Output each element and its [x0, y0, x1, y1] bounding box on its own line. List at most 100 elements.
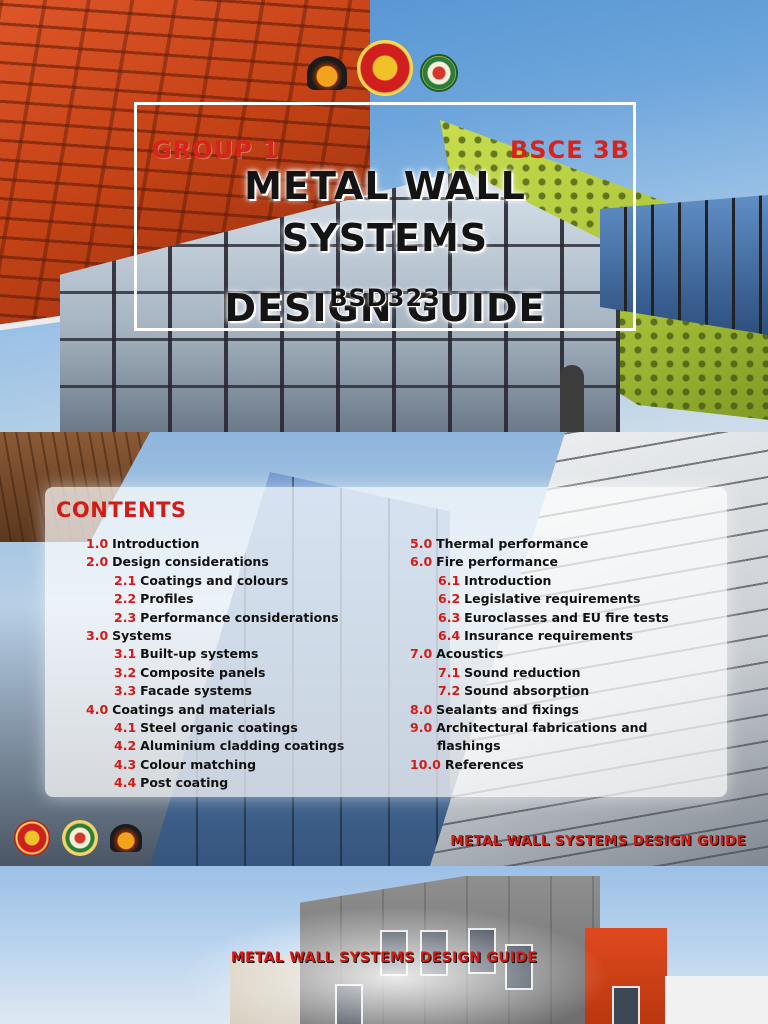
contents-panel	[45, 487, 727, 797]
toc-item-number: 6.1	[438, 572, 461, 588]
pole-photo	[560, 365, 584, 432]
toc-item-label: Introduction	[464, 572, 552, 588]
contents-heading: CONTENTS	[56, 498, 187, 522]
toc-item-label: Euroclasses and EU fire tests	[464, 609, 669, 625]
toc-item-number: 4.3	[114, 756, 137, 772]
college-seal-icon	[62, 820, 98, 856]
footer-logos	[14, 820, 144, 860]
toc-item-label: Legislative requirements	[464, 591, 641, 607]
toc-item-number: 6.4	[438, 628, 461, 644]
department-logo-icon	[110, 824, 142, 852]
toc-item-label: Sealants and fixings	[436, 701, 579, 717]
toc-item-label: Steel organic coatings	[140, 720, 298, 736]
course-code: BSD323	[329, 284, 441, 312]
toc-item-label: Sound reduction	[464, 664, 581, 680]
toc-item-number: 9.0	[410, 720, 433, 736]
toc-item-label: Post coating	[140, 775, 229, 791]
toc-item-number: 10.0	[410, 756, 441, 772]
toc-item-number: 6.3	[438, 609, 461, 625]
toc-item-number: 7.0	[410, 646, 433, 662]
document-title: METAL WALL SYSTEMS DESIGN GUIDE	[134, 160, 636, 334]
cover-page: GROUP 1 BSCE 3B METAL WALL SYSTEMS DESIG…	[0, 0, 768, 432]
toc-item-label: References	[444, 756, 524, 772]
toc-item-number: 7.1	[438, 664, 461, 680]
contents-footer-title: METAL WALL SYSTEMS DESIGN GUIDE	[450, 833, 746, 849]
college-seal-icon	[420, 54, 458, 92]
toc-item-number: 3.0	[86, 628, 109, 644]
toc-item-number: 6.2	[438, 591, 461, 607]
toc-item-label: Systems	[112, 628, 172, 644]
window	[612, 986, 640, 1024]
logo-row	[0, 40, 768, 96]
title-line-2: DESIGN GUIDE	[224, 286, 546, 330]
white-building-photo	[665, 976, 768, 1024]
toc-item-label: Acoustics	[436, 646, 504, 662]
third-page-title: METAL WALL SYSTEMS DESIGN GUIDE	[230, 950, 538, 966]
university-seal-icon	[357, 40, 413, 96]
toc-item-label: Aluminium cladding coatings	[140, 738, 345, 754]
toc-item-number: 2.1	[114, 572, 137, 588]
third-page: METAL WALL SYSTEMS DESIGN GUIDE	[0, 866, 768, 1024]
toc-item-number: 3.1	[114, 646, 137, 662]
toc-item-label: Coatings and colours	[140, 572, 289, 588]
toc-item-label: Design considerations	[112, 554, 269, 570]
toc-item-label: Composite panels	[140, 664, 266, 680]
toc-item-label: Facade systems	[140, 683, 252, 699]
toc-item-label: Introduction	[112, 536, 200, 551]
toc-item-number: 2.0	[86, 554, 109, 570]
toc-item-label: Thermal performance	[436, 536, 589, 551]
title-frame	[134, 102, 636, 331]
title-line-1: METAL WALL SYSTEMS	[244, 164, 526, 260]
sun-glare	[180, 906, 610, 1024]
toc-item-number: 4.2	[114, 738, 137, 754]
toc-item-label: Architectural fabrications and flashings	[436, 720, 648, 754]
toc-item-number: 5.0	[410, 536, 433, 551]
toc-item-number: 4.1	[114, 720, 137, 736]
toc-item-number: 4.4	[114, 775, 137, 791]
blue-glass-building-photo	[600, 195, 768, 335]
section-label: BSCE 3B	[510, 136, 630, 164]
group-label: GROUP 1	[152, 136, 280, 164]
toc-item-number: 7.2	[438, 683, 461, 699]
toc-item-number: 4.0	[86, 701, 109, 717]
toc-item-label: Fire performance	[436, 554, 559, 570]
toc-item-number: 2.2	[114, 591, 137, 607]
toc-item-label: Performance considerations	[140, 609, 339, 625]
toc-item-label: Sound absorption	[464, 683, 590, 699]
department-logo-icon	[307, 56, 347, 90]
toc-item-number: 8.0	[410, 701, 433, 717]
toc-item-number: 1.0	[86, 536, 109, 551]
toc-item-number: 3.2	[114, 664, 137, 680]
university-seal-icon	[14, 820, 50, 856]
toc-item-label: Colour matching	[140, 756, 257, 772]
toc-item-label: Coatings and materials	[112, 701, 276, 717]
toc-item-label: Built-up systems	[140, 646, 259, 662]
